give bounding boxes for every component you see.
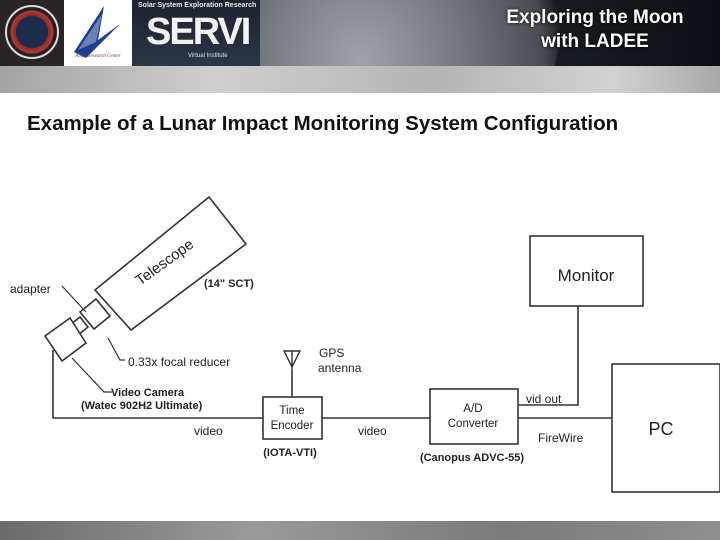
adapter-pointer [62, 286, 86, 312]
vid-out-label: vid out [526, 392, 562, 406]
telescope-spec-label: (14" SCT) [204, 278, 254, 290]
video-label-left: video [194, 424, 223, 438]
monitor-label: Monitor [558, 266, 615, 285]
gps-label-line2: antenna [318, 361, 362, 375]
video-label-middle: video [358, 424, 387, 438]
adapter-label: adapter [10, 282, 51, 296]
ad-converter-model-label: (Canopus ADVC-55) [420, 452, 524, 464]
video-camera-label: Video Camera [111, 387, 185, 399]
gps-antenna-icon [284, 351, 300, 370]
ad-converter-box [430, 389, 518, 444]
camera-pointer [72, 358, 112, 392]
time-encoder-box [263, 397, 322, 439]
pc-label: PC [648, 419, 673, 439]
time-encoder-label-line2: Encoder [271, 420, 314, 432]
ad-converter-label-line2: Converter [448, 418, 499, 430]
focal-reducer-pointer [108, 338, 125, 360]
converter-to-monitor-line [518, 305, 578, 405]
ad-converter-label-line1: A/D [463, 403, 482, 415]
video-camera-model-label: (Watec 902H2 Ultimate) [81, 400, 203, 412]
gps-label-line1: GPS [319, 346, 344, 360]
time-encoder-label-line1: Time [279, 405, 304, 417]
focal-reducer-label: 0.33x focal reducer [128, 355, 230, 369]
firewire-label: FireWire [538, 431, 584, 445]
time-encoder-model-label: (IOTA-VTI) [263, 447, 317, 459]
footer-strip [0, 521, 720, 540]
